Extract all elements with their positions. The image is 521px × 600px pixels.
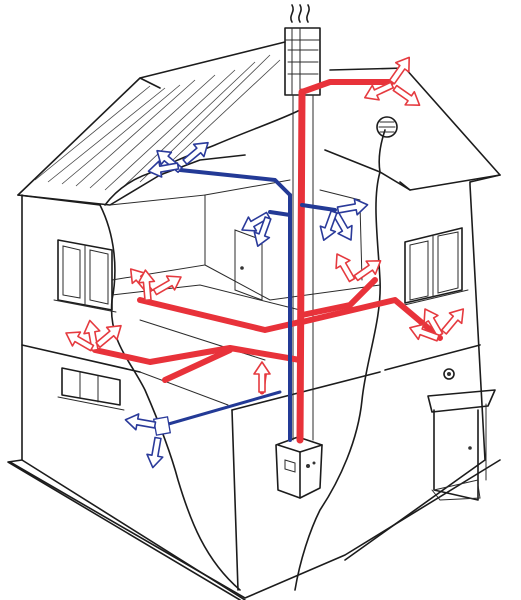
warm-arrow-gable-2 xyxy=(389,80,425,113)
house-outline xyxy=(7,41,501,600)
warm-lower-duct xyxy=(92,345,303,365)
return-attic-duct xyxy=(178,168,292,197)
warm-upper-right-duct xyxy=(299,297,443,341)
warm-attic-duct xyxy=(299,79,395,95)
return-air-ducts xyxy=(152,168,337,442)
warm-mid-right-duct xyxy=(299,277,378,318)
interior-rooms xyxy=(109,179,381,406)
gable-vent xyxy=(376,116,398,138)
windows xyxy=(53,116,469,411)
warm-riser xyxy=(296,88,306,444)
warm-air-ducts xyxy=(92,79,443,444)
warm-arrow-gable-1 xyxy=(384,52,417,88)
wall-meter xyxy=(443,368,455,380)
window-upper-left xyxy=(53,239,117,313)
return-right-duct xyxy=(300,203,337,212)
return-arrow-attic-2 xyxy=(179,135,214,169)
window-lower-left xyxy=(57,367,125,411)
warm-arrow-room-left-2 xyxy=(150,269,186,300)
chimney xyxy=(284,4,321,441)
return-arrow-lower-2 xyxy=(144,435,167,470)
return-arrow-lower-1 xyxy=(123,411,158,434)
return-arrow-right-1 xyxy=(335,196,370,219)
warm-arrow-floor xyxy=(253,361,271,393)
warm-lower-branch xyxy=(162,347,233,383)
return-upper-duct xyxy=(268,210,292,217)
window-right-upper xyxy=(399,227,469,307)
warm-arrow-upper-right-1 xyxy=(329,249,360,285)
exterior-door xyxy=(427,389,496,501)
return-lower-duct xyxy=(163,390,282,427)
boiler xyxy=(275,436,323,499)
